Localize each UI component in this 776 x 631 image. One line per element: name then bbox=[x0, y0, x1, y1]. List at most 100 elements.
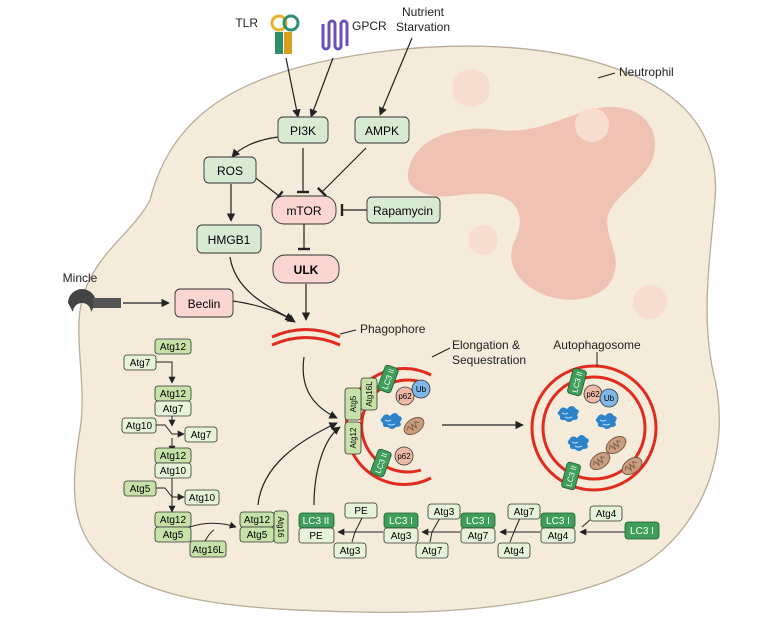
svg-text:Atg5: Atg5 bbox=[247, 530, 268, 541]
nutrient-label: Nutrient bbox=[402, 5, 445, 19]
atg5-box: Atg5 bbox=[123, 480, 157, 497]
atg12-box: Atg12 bbox=[239, 511, 275, 528]
p62-label: p62 bbox=[398, 392, 412, 401]
hmgb1-node: HMGB1 bbox=[196, 224, 262, 254]
svg-text:Atg4: Atg4 bbox=[504, 546, 525, 557]
ub-circle bbox=[599, 388, 619, 408]
atg12-box: Atg12 bbox=[154, 338, 192, 355]
lc3i-box: LC3 I bbox=[460, 512, 496, 529]
autophagosome-membrane bbox=[530, 364, 658, 492]
starvation-label: Starvation bbox=[396, 20, 450, 34]
atg4-box: Atg4 bbox=[589, 505, 623, 522]
elongation-proteins: LC3 II Atg16L Atg5 Atg12 LC3 II p62 Ub p… bbox=[344, 364, 431, 478]
atg16-box: Atg16 bbox=[273, 510, 289, 544]
tlr-label: TLR bbox=[235, 16, 258, 30]
svg-text:Atg10: Atg10 bbox=[160, 466, 187, 477]
svg-text:Atg3: Atg3 bbox=[434, 507, 455, 518]
mincle-receptor-icon bbox=[68, 289, 121, 312]
atg7-box: Atg7 bbox=[507, 503, 541, 520]
pe-box: PE bbox=[344, 502, 378, 519]
ub-circle bbox=[411, 379, 431, 399]
lc3ii-box: LC3 II bbox=[298, 512, 335, 529]
atg12-box: Atg12 bbox=[154, 447, 192, 464]
pi3k-node: PI3K bbox=[277, 116, 329, 144]
svg-text:LC3 II: LC3 II bbox=[303, 516, 330, 527]
svg-text:Atg12: Atg12 bbox=[160, 515, 187, 526]
svg-text:Atg4: Atg4 bbox=[596, 509, 617, 520]
granule bbox=[575, 108, 609, 142]
atg10-box: Atg10 bbox=[184, 489, 220, 506]
svg-text:Atg7: Atg7 bbox=[163, 404, 184, 415]
tlr-receptor-icon bbox=[270, 14, 300, 54]
atg7-box: Atg7 bbox=[184, 426, 218, 443]
ulk-node: ULK bbox=[272, 254, 340, 284]
rapamycin-label: Rapamycin bbox=[373, 204, 433, 218]
gpcr-receptor-icon bbox=[321, 19, 349, 51]
svg-text:Atg7: Atg7 bbox=[191, 430, 212, 441]
svg-text:Atg4: Atg4 bbox=[548, 531, 569, 542]
atg10-box: Atg10 bbox=[121, 417, 157, 434]
svg-text:PE: PE bbox=[354, 506, 368, 517]
lc3i-box: LC3 I bbox=[540, 512, 576, 529]
sequestration-label: Sequestration bbox=[452, 353, 526, 367]
mtor-label: mTOR bbox=[286, 204, 321, 218]
svg-text:LC3 I: LC3 I bbox=[546, 516, 570, 527]
atg5-label: Atg5 bbox=[349, 395, 358, 412]
svg-text:Atg7: Atg7 bbox=[422, 546, 443, 557]
atg12-box: Atg12 bbox=[154, 385, 192, 402]
lc3-processing-cascade: LC3 I Atg4 LC3 I Atg4 Atg7 Atg4 LC3 I At… bbox=[298, 502, 660, 559]
mincle-label: Mincle bbox=[63, 271, 98, 285]
svg-text:Atg12: Atg12 bbox=[160, 342, 187, 353]
phagophore-label: Phagophore bbox=[360, 322, 426, 336]
granule bbox=[468, 225, 498, 255]
atg12-conjugation-cascade: Atg12 Atg7 Atg12 Atg7 Atg10 Atg7 Atg12 A… bbox=[121, 338, 289, 558]
ampk-node: AMPK bbox=[354, 116, 410, 144]
ub-label: Ub bbox=[416, 385, 427, 394]
svg-text:LC3 I: LC3 I bbox=[466, 516, 490, 527]
atg7-box: Atg7 bbox=[123, 354, 157, 371]
p62-circle bbox=[394, 446, 414, 466]
atg7-box: Atg7 bbox=[415, 542, 449, 559]
svg-text:Atg10: Atg10 bbox=[126, 421, 153, 432]
ros-label: ROS bbox=[217, 164, 243, 178]
p62-label: p62 bbox=[586, 390, 600, 399]
svg-text:LC3 I: LC3 I bbox=[630, 526, 654, 537]
atg12-box: Atg12 bbox=[154, 511, 192, 528]
atg5-box: Atg5 bbox=[154, 526, 192, 543]
beclin-node: Beclin bbox=[174, 288, 234, 318]
atg7-box: Atg7 bbox=[460, 527, 496, 544]
svg-text:Atg12: Atg12 bbox=[160, 389, 187, 400]
atg16l-label: Atg16L bbox=[365, 381, 374, 407]
svg-text:Atg12: Atg12 bbox=[244, 515, 271, 526]
ulk-label: ULK bbox=[294, 263, 319, 277]
svg-text:Atg12: Atg12 bbox=[160, 451, 187, 462]
svg-text:Atg3: Atg3 bbox=[391, 531, 412, 542]
granule bbox=[452, 69, 490, 107]
cell-label: Neutrophil bbox=[619, 65, 674, 79]
ub-label: Ub bbox=[604, 394, 615, 403]
atg3-box: Atg3 bbox=[427, 503, 461, 520]
elongation-label: Elongation & bbox=[452, 338, 520, 352]
svg-text:Atg10: Atg10 bbox=[189, 493, 216, 504]
svg-text:Atg16: Atg16 bbox=[276, 517, 285, 538]
svg-text:Atg7: Atg7 bbox=[468, 531, 489, 542]
autophagosome-proteins: LC3 II LC3 II p62 Ub bbox=[561, 367, 619, 491]
atg5-box: Atg5 bbox=[239, 526, 275, 543]
atg7-box: Atg7 bbox=[154, 400, 192, 417]
phagophore-icon bbox=[271, 328, 341, 347]
ampk-label: AMPK bbox=[365, 124, 399, 138]
atg10-box: Atg10 bbox=[154, 462, 192, 479]
pe-box: PE bbox=[298, 527, 335, 544]
svg-text:LC3 I: LC3 I bbox=[389, 516, 413, 527]
atg4-box: Atg4 bbox=[497, 542, 531, 559]
beclin-label: Beclin bbox=[188, 297, 221, 311]
autophagosome-label: Autophagosome bbox=[553, 338, 641, 352]
svg-text:PE: PE bbox=[309, 531, 323, 542]
svg-text:Atg16L: Atg16L bbox=[192, 545, 224, 556]
granule bbox=[633, 285, 667, 319]
hmgb1-label: HMGB1 bbox=[208, 233, 251, 247]
svg-text:Atg5: Atg5 bbox=[163, 530, 184, 541]
p62-label: p62 bbox=[397, 452, 411, 461]
